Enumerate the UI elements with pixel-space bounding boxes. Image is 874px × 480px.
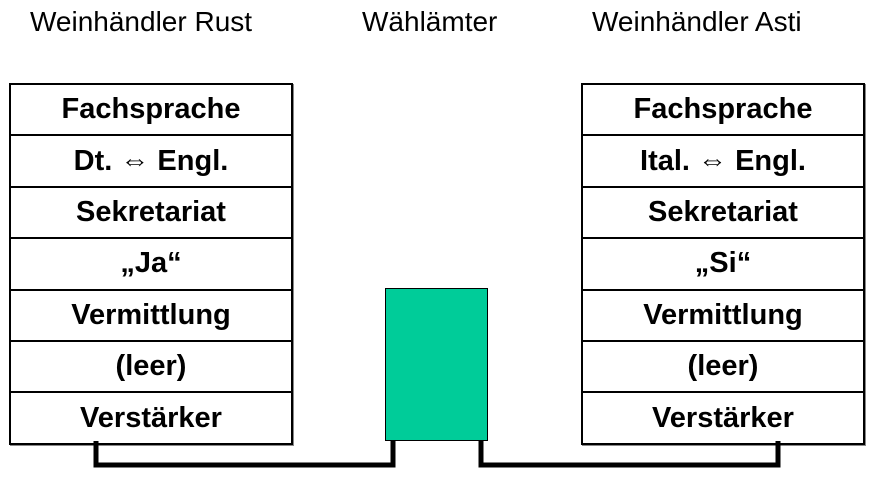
title-left: Weinhändler Rust: [30, 6, 253, 37]
title-right: Weinhändler Asti: [592, 6, 802, 37]
exchange-switch-box: [385, 288, 488, 441]
wire-right: [478, 441, 781, 468]
layer-row: Vermittlung: [11, 291, 291, 342]
layer-row: Fachsprache: [583, 85, 863, 137]
layer-row: Ital. ⇔ Engl.: [583, 136, 863, 188]
layer-row: „Ja“: [11, 239, 291, 291]
left-layer-stack: Fachsprache Dt. ⇔ Engl. Sekretariat „Ja“…: [9, 83, 293, 445]
layer-row: Fachsprache: [11, 85, 291, 137]
layer-row: (leer): [11, 342, 291, 394]
layer-row: Vermittlung: [583, 291, 863, 342]
layer-row: Sekretariat: [583, 188, 863, 240]
layer-row: „Si“: [583, 239, 863, 291]
layer-row: Sekretariat: [11, 188, 291, 240]
layer-row: Dt. ⇔ Engl.: [11, 136, 291, 188]
right-layer-stack: Fachsprache Ital. ⇔ Engl. Sekretariat „S…: [581, 83, 865, 445]
title-center: Wählämter: [362, 6, 498, 37]
wire-left: [93, 441, 396, 468]
layer-row: Verstärker: [652, 401, 794, 434]
layer-row: Verstärker: [80, 401, 222, 434]
layer-row: (leer): [583, 342, 863, 394]
